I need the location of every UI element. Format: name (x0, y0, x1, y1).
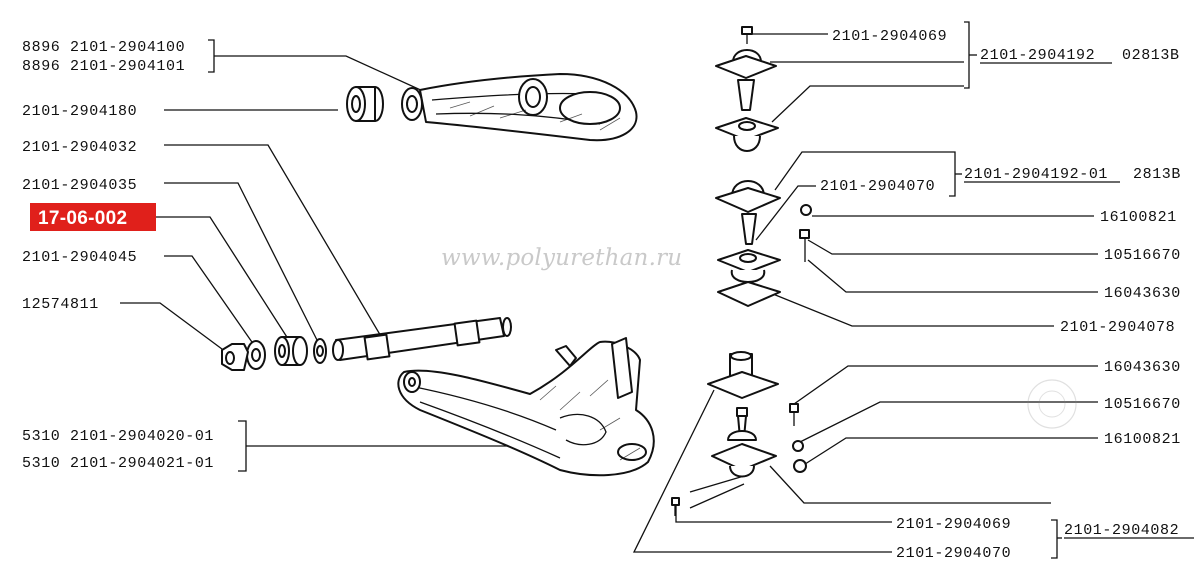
label-nut: 12574811 (22, 296, 99, 313)
label-lower-pin: 2101-2904070 (820, 178, 935, 195)
label-upper-ball-joint-kit: 2101-2904192 (980, 47, 1095, 64)
label-upper-arm-2: 8896 2101-2904101 (22, 58, 185, 75)
leader-washer-2 (799, 401, 1098, 443)
highlight-badge[interactable] (30, 203, 156, 231)
label-washer: 2101-2904035 (22, 177, 137, 194)
label-axle: 2101-2904032 (22, 139, 137, 156)
leader-bolt-1 (807, 259, 1098, 293)
leader-spacer (164, 255, 255, 346)
upper-control-arm (401, 73, 638, 142)
label-bolt-bottom: 2101-2904069 (896, 516, 1011, 533)
label-upper-arm-1: 8896 2101-2904100 (22, 39, 185, 56)
lower-ball-joint (671, 351, 807, 516)
leader-lower-kit-top (769, 465, 1051, 504)
label-lower-arm-1: 5310 2101-2904020-01 (22, 428, 214, 445)
leader-washer-1 (807, 239, 1098, 255)
bracket-kit-01 (949, 151, 956, 197)
label-nut-2: 16100821 (1104, 431, 1181, 448)
leader-axle (164, 144, 383, 339)
label-bolt-2: 16043630 (1104, 359, 1181, 376)
label-spacer: 2101-2904045 (22, 249, 137, 266)
leader-upper-kit-2 (771, 85, 964, 123)
label-boot-1: 2101-2904078 (1060, 319, 1175, 336)
leader-bolt-2 (793, 365, 1098, 405)
label-ball-joint-kit-01-code: 2813B (1133, 166, 1181, 183)
bracket-upper-arm (208, 39, 215, 73)
axle-fasteners (221, 336, 327, 371)
leader-boot-1 (767, 291, 1054, 327)
highlight-code[interactable]: 17-06-002 (38, 208, 127, 229)
label-ball-joint-kit-01: 2101-2904192-01 (964, 166, 1108, 183)
lower-axle (332, 317, 512, 361)
upper-ball-joint (715, 26, 779, 152)
ball-joint-kit-01 (715, 180, 812, 307)
leader-nut-2 (801, 437, 1098, 467)
leader-nut (120, 302, 227, 353)
leader-kit-01-top (774, 151, 949, 191)
leader-bolt-bottom (675, 505, 892, 523)
leader-highlight (156, 216, 293, 346)
label-lower-arm-2: 5310 2101-2904021-01 (22, 455, 214, 472)
leader-lower-pin (755, 185, 816, 241)
leader-washer (164, 182, 319, 343)
lower-control-arm (397, 337, 655, 477)
label-bolt-top: 2101-2904069 (832, 28, 947, 45)
bracket-lower-kit (1051, 519, 1058, 559)
label-nut-1: 16100821 (1100, 209, 1177, 226)
label-pin-bottom: 2101-2904070 (896, 545, 1011, 562)
watermark-text: www.polyurethan.ru (441, 245, 682, 271)
label-lower-ball-joint-kit: 2101-2904082 (1064, 522, 1179, 539)
upper-bushing (346, 86, 384, 122)
leader-pin-bottom (632, 389, 892, 553)
bracket-upper-kit (964, 21, 970, 89)
label-washer-2: 10516670 (1104, 396, 1181, 413)
label-upper-ball-joint-code: 02813B (1122, 47, 1180, 64)
bracket-lower-arm (238, 420, 247, 472)
label-bolt-1: 16043630 (1104, 285, 1181, 302)
label-bushing: 2101-2904180 (22, 103, 137, 120)
label-washer-1: 10516670 (1104, 247, 1181, 264)
leader-upper-arm (214, 55, 426, 93)
faint-seal-icon (1027, 379, 1077, 429)
